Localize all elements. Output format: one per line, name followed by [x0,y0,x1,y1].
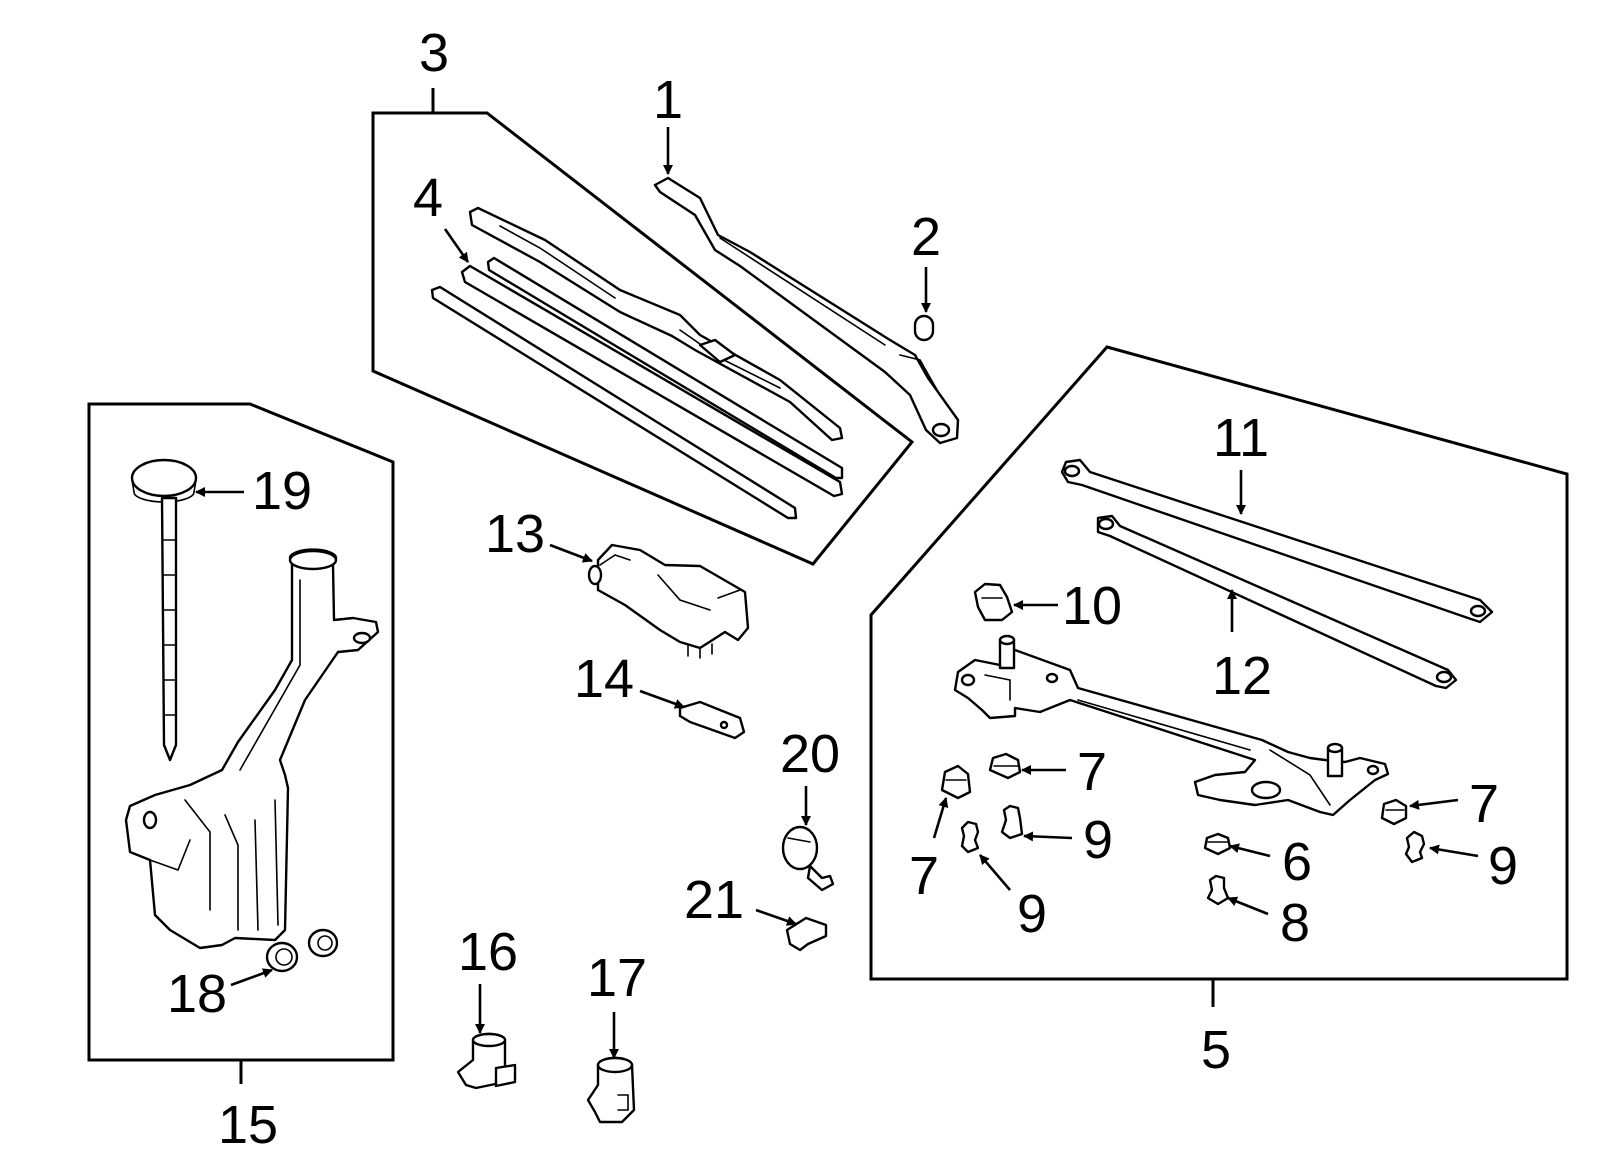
callout-18: 18 [167,964,227,1024]
wiper-transmission-frame [953,634,1390,817]
callout-13: 13 [485,504,545,564]
callout-9b: 9 [1017,884,1047,944]
callout-12: 12 [1212,646,1272,706]
callout-3: 3 [419,23,449,83]
callout-21: 21 [684,870,744,930]
bolt-9c [1404,830,1426,864]
bolt-9b [1000,804,1024,840]
washer-pump-motor [586,1056,636,1124]
bolt-8 [1206,874,1230,906]
bolt-9a [960,820,980,854]
wiper-linkage-rod-12 [1096,514,1458,690]
callout-14: 14 [574,649,634,709]
pump-bracket [678,700,746,740]
washer-pump [587,543,750,659]
wiper-linkage-group-frame [869,345,1569,1007]
callout-5: 5 [1201,1020,1231,1080]
washer-reservoir-group-frame [87,402,395,1084]
reservoir-cap-dipstick [130,458,198,762]
callout-1: 1 [653,70,683,130]
callout-6: 6 [1282,832,1312,892]
callout-7c: 7 [1469,774,1499,834]
callout-labels: 1 2 3 4 5 6 7 7 7 8 9 9 9 10 11 12 13 14… [167,23,1518,1155]
callout-4: 4 [413,168,443,228]
wiper-arm [653,176,960,445]
callout-15: 15 [218,1095,278,1155]
callout-17: 17 [587,948,647,1008]
wiper-blade [468,206,844,442]
callout-2: 2 [911,207,941,267]
callout-9a: 9 [1083,810,1113,870]
rear-washer-pump [456,1032,517,1090]
washer-reservoir [124,548,380,950]
grommet-7a [940,764,972,800]
callout-20: 20 [780,724,840,784]
callout-19: 19 [252,461,312,521]
reservoir-grommet [265,928,339,973]
callout-7b: 7 [909,846,939,906]
callout-7a: 7 [1077,742,1107,802]
grommet-6 [1203,832,1232,856]
wiper-linkage-rod-11 [1060,458,1494,624]
washer-nozzle [781,825,835,892]
callout-9c: 9 [1488,836,1518,896]
grommet-7c [1380,798,1408,826]
pivot-cap-10 [973,582,1014,622]
wiper-blade-refill [430,256,844,520]
wiper-blade-group-frame [371,88,915,566]
callout-16: 16 [458,922,518,982]
leader-arrows [195,127,1479,1059]
arm-nut-cap [913,314,935,342]
callout-8: 8 [1280,893,1310,953]
nozzle-clip [785,916,828,952]
callout-10: 10 [1062,576,1122,636]
callout-11: 11 [1213,408,1269,468]
grommet-7b [988,752,1022,780]
